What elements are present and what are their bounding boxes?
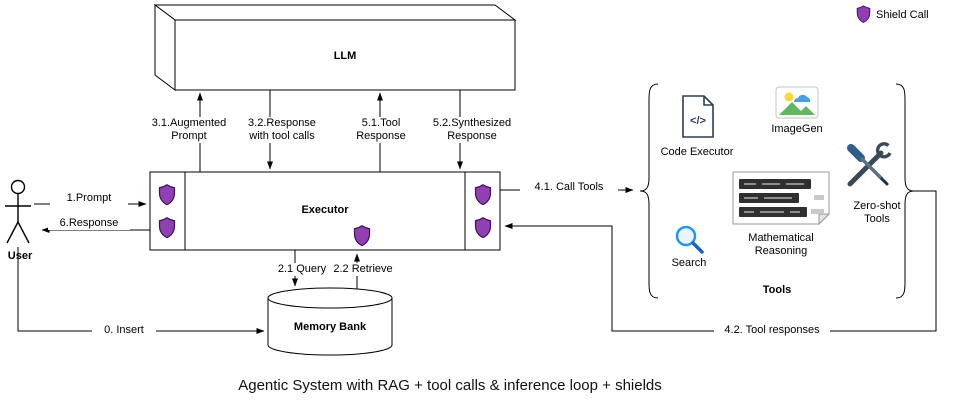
edge-label-insert: 0. Insert — [92, 324, 156, 338]
zero-shot-tools-label: Zero-shot Tools — [837, 200, 917, 226]
math-reasoning-label: Mathematical Reasoning — [731, 232, 831, 258]
diagram-title: Agentic System with RAG + tool calls & i… — [238, 377, 662, 394]
edge-label-prompt: 1.Prompt — [50, 192, 128, 206]
edge-label-synthesized-response-line1: 5.2.Synthesized — [432, 117, 512, 129]
math-reasoning-label-line1: Mathematical — [748, 232, 814, 244]
llm-node — [153, 4, 517, 91]
search-icon — [675, 225, 704, 254]
user-figure — [5, 179, 31, 244]
edge-label-tool-response-line2: Response — [356, 130, 406, 143]
edge-label-response: 6.Response — [48, 217, 130, 231]
tools-section-label: Tools — [762, 284, 792, 296]
llm-label: LLM — [333, 50, 357, 62]
edge-insert — [17, 247, 265, 334]
zero-shot-tools-label-line1: Zero-shot — [853, 200, 901, 212]
math-reasoning-label-line2: Reasoning — [754, 245, 808, 258]
zero-shot-tools-icon — [847, 142, 892, 187]
memory-bank-node — [267, 287, 393, 356]
imagegen-label: ImageGen — [771, 123, 823, 135]
math-reasoning-icon — [732, 171, 831, 226]
edge-label-call-tools: 4.1. Call Tools — [520, 181, 618, 195]
legend-shield-label: Shield Call — [876, 9, 929, 21]
edge-label-synthesized-response: 5.2.Synthesized Response — [424, 117, 520, 144]
code-executor-icon: </> — [682, 95, 714, 138]
left-brace — [639, 83, 659, 299]
edge-label-tool-responses: 4.2. Tool responses — [714, 324, 830, 338]
edge-label-augmented-prompt: 3.1.Augmented Prompt — [146, 117, 232, 144]
edge-label-tool-response-line1: 5.1.Tool — [361, 117, 401, 129]
tools-braces — [639, 83, 915, 299]
edge-label-retrieve: 2.2 Retrieve — [329, 263, 397, 277]
edge-label-response-with-tool-calls: 3.2.Response with tool calls — [234, 117, 330, 144]
user-label: User — [7, 250, 33, 262]
zero-shot-tools-label-line2: Tools — [864, 213, 890, 226]
executor-node — [149, 171, 501, 251]
code-executor-label: Code Executor — [660, 146, 734, 158]
executor-label: Executor — [301, 204, 349, 216]
edge-label-response-with-tool-calls-line2: with tool calls — [249, 130, 315, 143]
imagegen-icon — [775, 86, 819, 119]
edge-label-query: 2.1 Query — [270, 263, 334, 277]
edge-label-augmented-prompt-line2: Prompt — [171, 130, 207, 143]
edge-label-tool-response: 5.1.Tool Response — [346, 117, 416, 144]
right-brace — [895, 83, 915, 299]
edge-label-synthesized-response-line2: Response — [447, 130, 497, 143]
code-glyph: </> — [690, 115, 706, 127]
legend-shield-icon — [856, 5, 871, 23]
search-label: Search — [671, 257, 707, 269]
edge-label-response-with-tool-calls-line1: 3.2.Response — [248, 117, 316, 129]
memory-bank-label: Memory Bank — [293, 321, 367, 333]
edge-label-augmented-prompt-line1: 3.1.Augmented — [151, 117, 227, 129]
